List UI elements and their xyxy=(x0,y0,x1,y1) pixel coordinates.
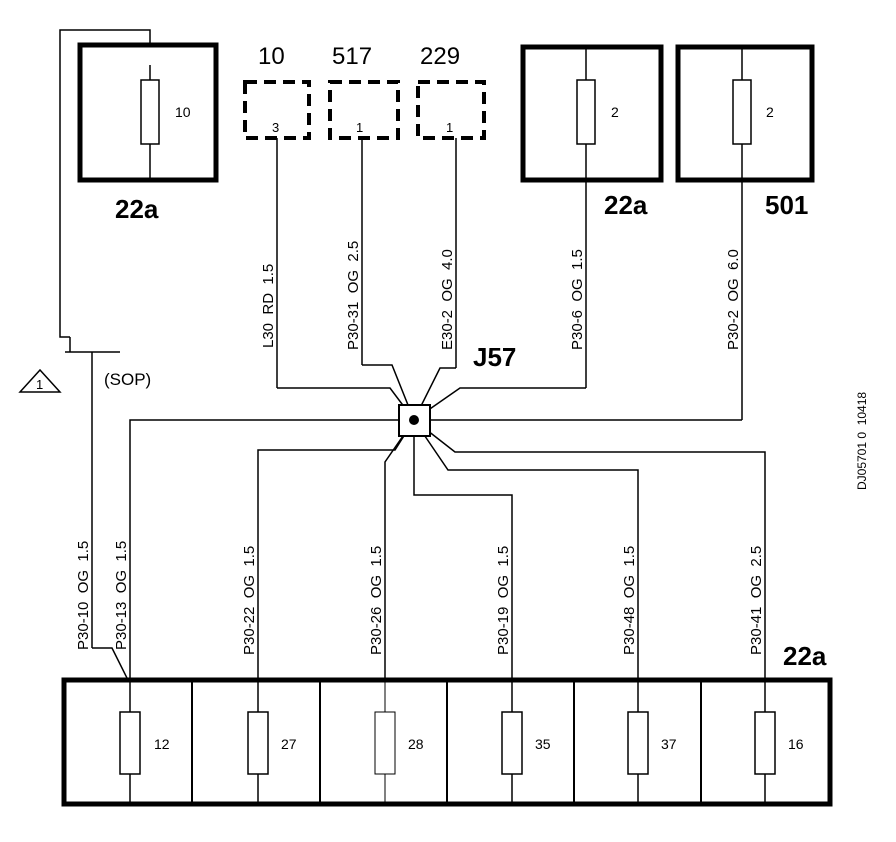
wire-label-p30-19: P30-19 OG 1.5 xyxy=(495,546,512,655)
splice-wires xyxy=(129,364,766,680)
fuse-box-bottom: 22a 12 27 28 35 37 xyxy=(61,641,833,807)
fuse-symbol xyxy=(576,79,596,145)
box-label: 22a xyxy=(604,190,648,220)
sop-feed-wire xyxy=(59,29,151,338)
wire-label-p30-48: P30-48 OG 1.5 xyxy=(621,546,638,655)
connector-229: 229 1 xyxy=(416,43,486,368)
fuse-number: 2 xyxy=(611,104,619,120)
wire-label-p30-2: P30-2 OG 6.0 xyxy=(725,249,742,350)
wire-label-p30-10: P30-10 OG 1.5 xyxy=(75,541,92,650)
fuse-27: 27 xyxy=(247,680,297,804)
fuse-box-top-middle: 2 22a xyxy=(520,44,664,388)
box-label: 22a xyxy=(783,641,827,671)
fuse-number: 2 xyxy=(766,104,774,120)
connector-10: 10 3 xyxy=(243,43,311,388)
sop-connector: 1 (SOP) xyxy=(18,337,151,681)
pin-number: 3 xyxy=(272,120,279,135)
connector-label: 10 xyxy=(258,43,285,70)
fuse-number: 12 xyxy=(154,736,170,752)
wire-label-l30: L30 RD 1.5 xyxy=(260,264,277,348)
warning-triangle-icon xyxy=(18,368,62,393)
fuse-box-top-left: 10 22a xyxy=(77,42,219,224)
fuse-symbol xyxy=(140,79,160,145)
box-label: 501 xyxy=(765,190,808,220)
fuse-symbol xyxy=(732,79,752,145)
fuse-12: 12 xyxy=(119,680,170,804)
splice-label: J57 xyxy=(473,342,516,372)
fuse-number: 16 xyxy=(788,736,804,752)
pin-number: 1 xyxy=(356,120,363,135)
splice-j57: J57 xyxy=(398,342,516,437)
fuse-37: 37 xyxy=(627,680,677,804)
fuse-number: 37 xyxy=(661,736,677,752)
box-label: 22a xyxy=(115,194,159,224)
wire-label-p30-26: P30-26 OG 1.5 xyxy=(368,546,385,655)
connector-label: 229 xyxy=(420,43,460,70)
wire-label-p30-6: P30-6 OG 1.5 xyxy=(569,249,586,350)
fuse-35: 35 xyxy=(501,680,551,804)
wire-label-p30-13: P30-13 OG 1.5 xyxy=(113,541,130,650)
wire-label-p30-22: P30-22 OG 1.5 xyxy=(241,546,258,655)
wire-label-p30-31: P30-31 OG 2.5 xyxy=(345,241,362,350)
fuse-number: 10 xyxy=(175,104,191,120)
pin-number: 1 xyxy=(446,120,453,135)
wire-label-e30-2: E30-2 OG 4.0 xyxy=(439,249,456,350)
connector-517: 517 1 xyxy=(328,43,400,365)
fuse-number: 35 xyxy=(535,736,551,752)
fuse-number: 27 xyxy=(281,736,297,752)
fuse-number: 28 xyxy=(408,736,424,752)
wire-label-p30-41: P30-41 OG 2.5 xyxy=(748,546,765,655)
connector-label: 517 xyxy=(332,43,372,70)
fuse-28: 28 xyxy=(374,680,424,804)
note-number: 1 xyxy=(36,377,43,392)
drawing-code: DJ05701 0 10418 xyxy=(855,392,869,490)
fuse-16: 16 xyxy=(754,680,804,804)
sop-label: (SOP) xyxy=(104,370,151,389)
fuse-box-top-right: 2 501 xyxy=(675,44,815,420)
